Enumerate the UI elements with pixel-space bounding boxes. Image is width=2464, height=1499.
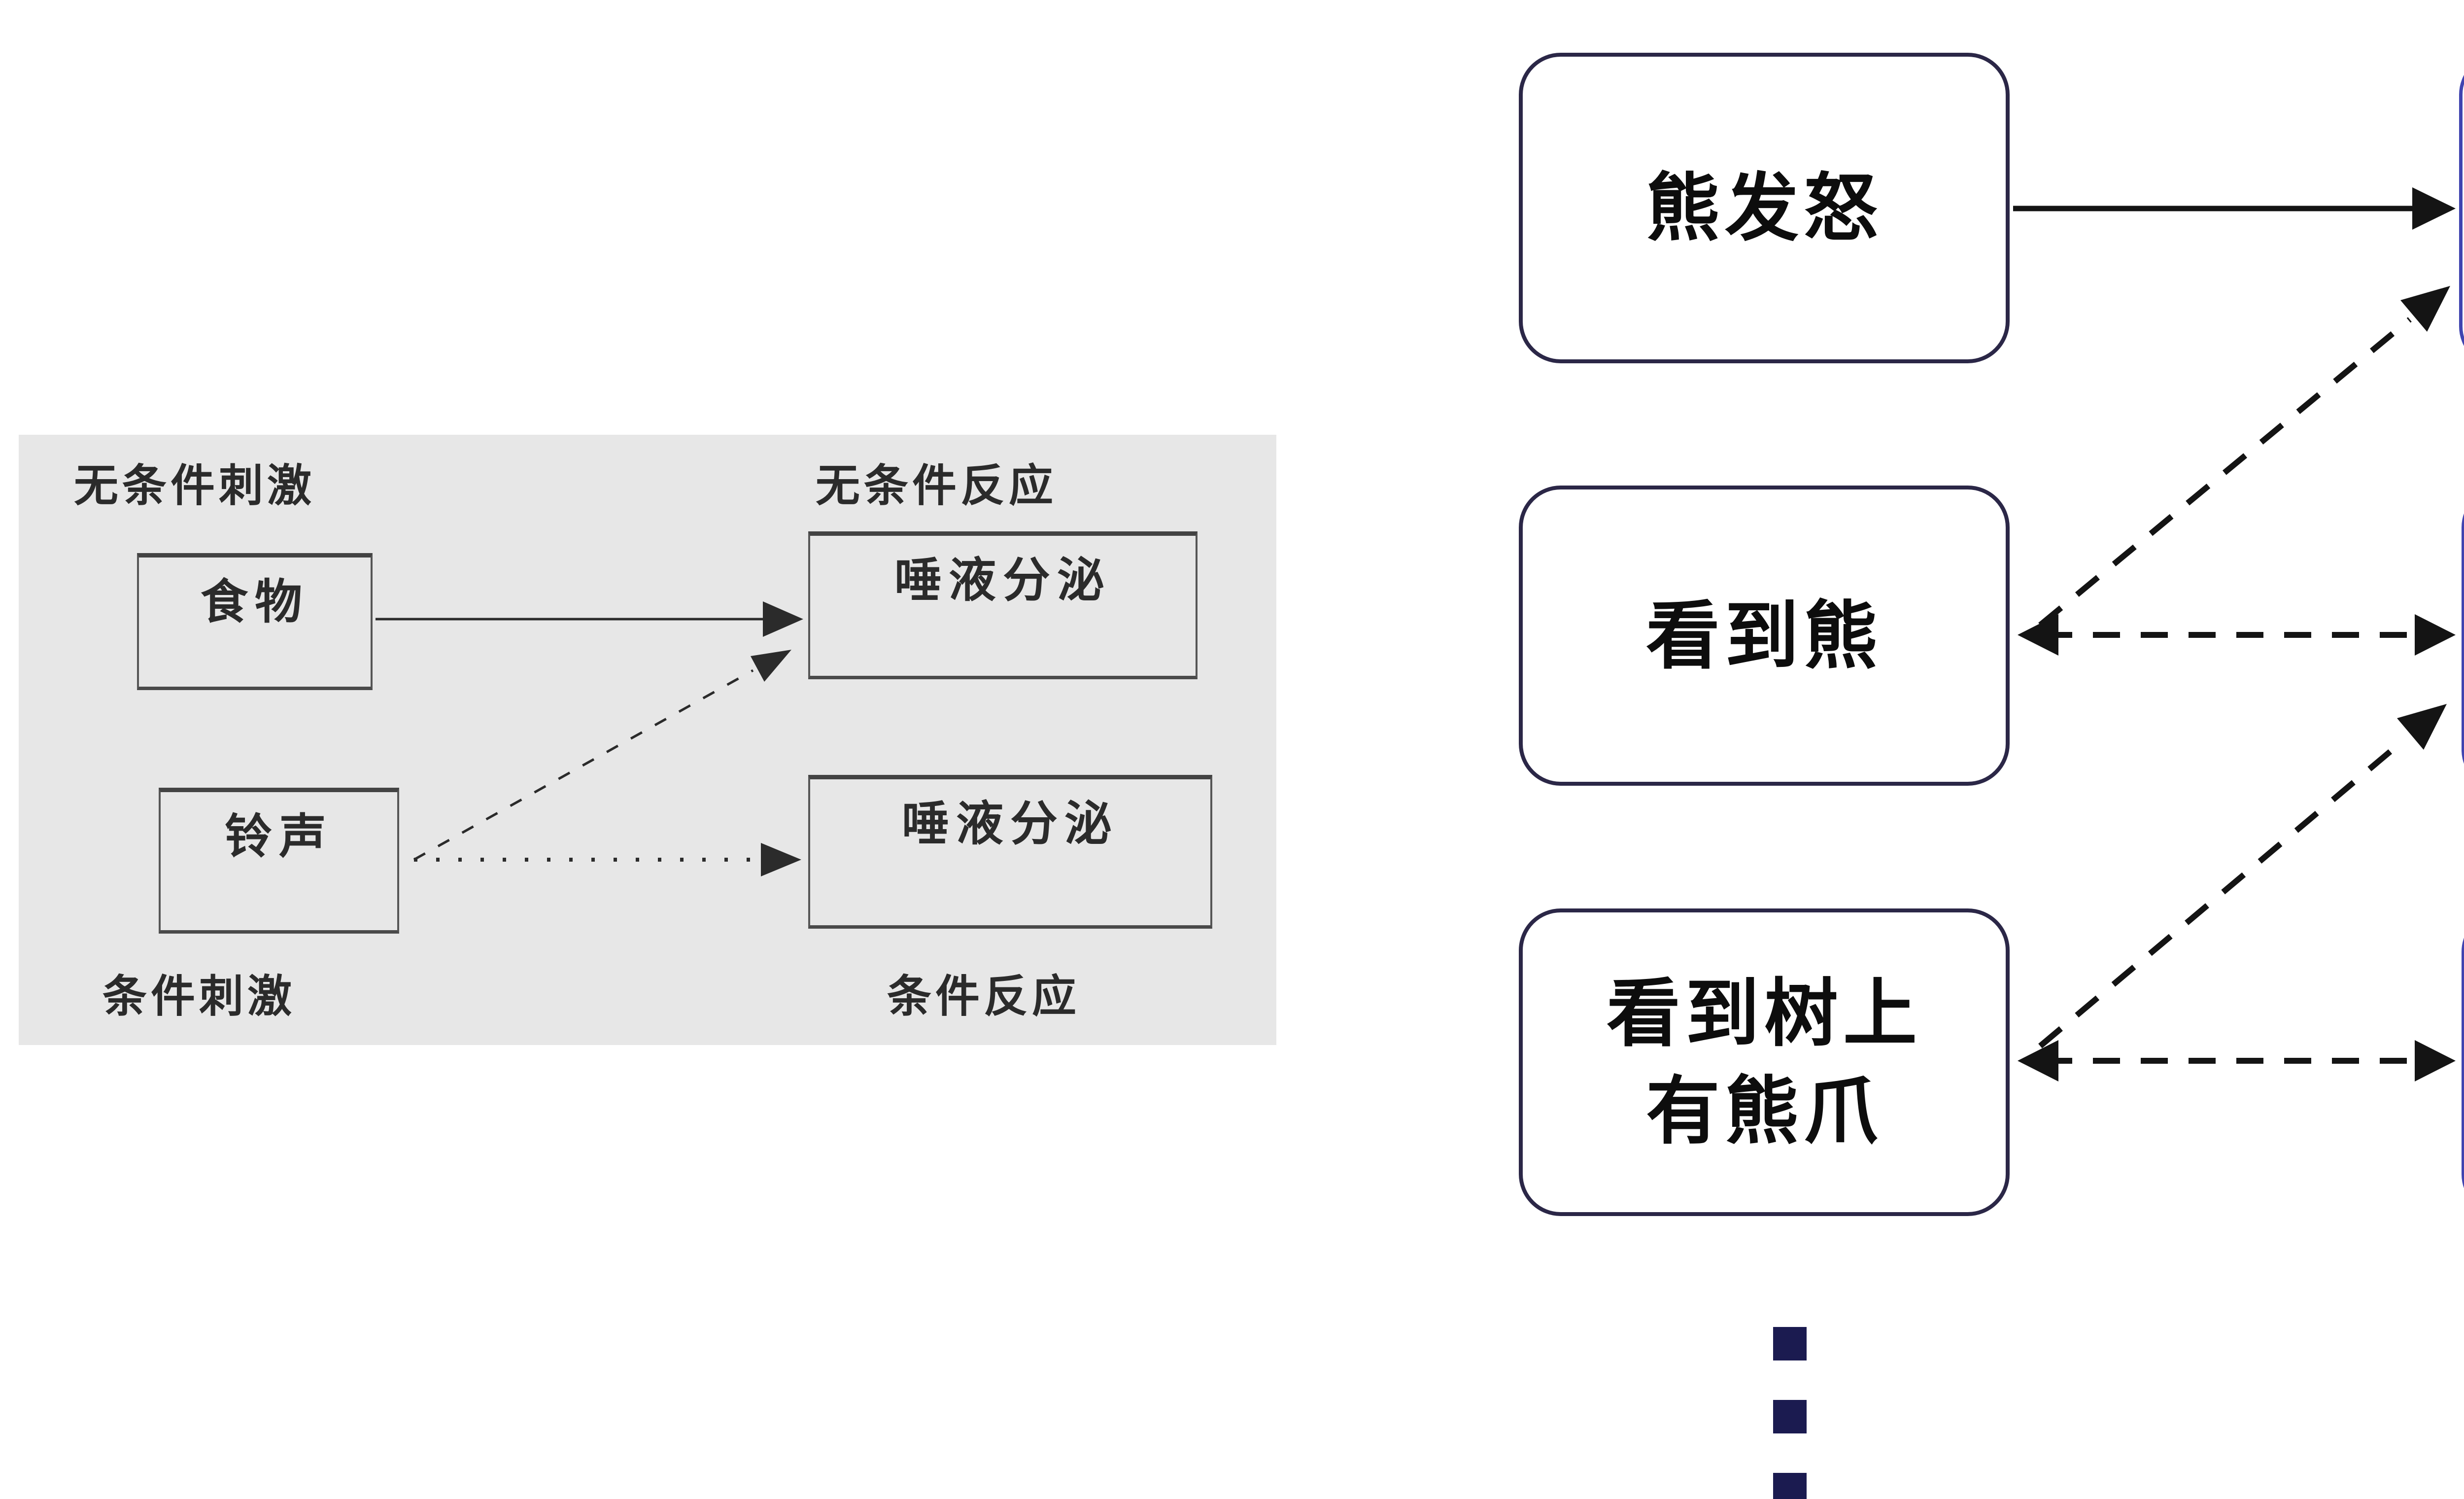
dashed-arrow-see-claws-to-vnext-icon	[2038, 704, 2447, 1048]
box-bell-label: 铃声	[225, 810, 333, 863]
ellipsis-dot	[1773, 1473, 1807, 1499]
box-saliva-top: 唾液分泌	[808, 531, 1198, 679]
label-unconditioned-response: 无条件反应	[816, 461, 1057, 511]
box-bear-angry-label: 熊发怒	[1645, 167, 1882, 249]
box-see-claws: 看到树上 有熊爪	[1519, 908, 2010, 1216]
dashed-arrow-see-bear-to-reward-icon	[2038, 286, 2450, 627]
ellipsis-dot	[1773, 1400, 1807, 1433]
dashed-arrow-see-claws-to-vcurrent-icon	[2018, 1040, 2456, 1081]
box-see-bear-label: 看到熊	[1645, 594, 1882, 677]
box-see-bear: 看到熊	[1519, 486, 2010, 786]
box-v-current: V(s)	[2462, 910, 2464, 1216]
label-unconditioned-stimulus: 无条件刺激	[74, 461, 315, 511]
ellipsis-dot	[1773, 1327, 1807, 1360]
box-food-label: 食物	[201, 576, 309, 628]
box-reward: 奖励	[2459, 53, 2464, 368]
solid-arrow-bear-to-reward-icon	[2013, 187, 2456, 230]
box-saliva-bottom-label: 唾液分泌	[902, 798, 1119, 850]
box-see-claws-line2: 有熊爪	[1645, 1070, 1882, 1152]
classical-conditioning-panel	[19, 435, 1276, 1045]
box-bell: 铃声	[159, 788, 399, 934]
box-see-claws-line1: 看到树上	[1606, 972, 1922, 1055]
box-food: 食物	[137, 553, 373, 690]
box-saliva-top-label: 唾液分泌	[894, 554, 1111, 607]
box-bear-angry: 熊发怒	[1519, 53, 2010, 363]
dashed-arrow-see-bear-to-vnext-icon	[2018, 614, 2456, 656]
box-saliva-bottom: 唾液分泌	[808, 775, 1212, 929]
label-conditioned-stimulus: 条件刺激	[103, 972, 296, 1021]
label-conditioned-response: 条件反应	[887, 972, 1080, 1021]
box-v-next: V(s′)	[2462, 486, 2464, 792]
